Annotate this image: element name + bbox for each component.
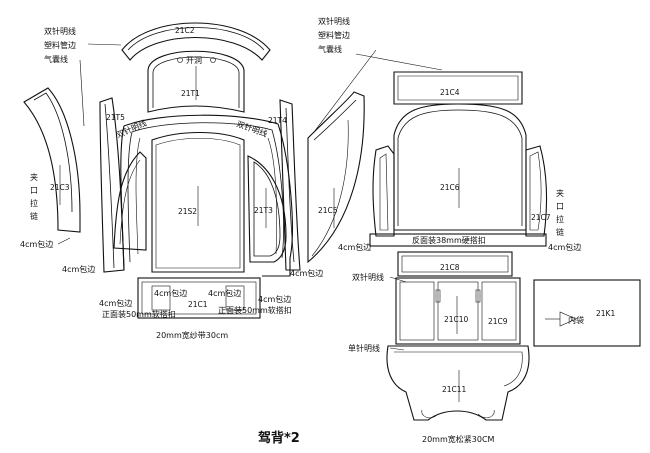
label-hem-4cm-c: 4cm包边 bbox=[290, 268, 323, 278]
label-inner-pocket: 内袋 bbox=[568, 315, 584, 325]
label-airbag-line-right: 气囊线 bbox=[318, 44, 342, 54]
label-hem-4cm-d: 4cm包边 bbox=[338, 242, 371, 252]
piece-21t1: 开洞 21T1 bbox=[147, 50, 245, 113]
code-21c1: 21C1 bbox=[188, 300, 208, 309]
code-21c8: 21C8 bbox=[440, 263, 460, 272]
label-hem-4cm-g: 4cm包边 bbox=[99, 298, 132, 308]
code-21t4: 21T4 bbox=[268, 116, 287, 125]
piece-21c2: 21C2 bbox=[121, 22, 271, 61]
piece-21t4: 21T4 bbox=[268, 99, 301, 271]
piece-c6-left-side bbox=[372, 145, 395, 237]
piece-21k1: 21K1 bbox=[533, 279, 641, 347]
code-21c7: 21C7 bbox=[531, 213, 551, 222]
label-hem-4cm-b: 4cm包边 bbox=[62, 264, 95, 274]
label-elastic-20mm: 20mm宽松紧30CM bbox=[422, 434, 495, 444]
label-hem-4cm-h: 4cm包边 bbox=[258, 294, 291, 304]
piece-21c11: 21C11 bbox=[386, 345, 530, 421]
label-hem-4cm-e: 4cm包边 bbox=[154, 288, 187, 298]
piece-pocket-block: 21C10 21C9 bbox=[395, 277, 521, 345]
piece-21s2: 21S2 bbox=[151, 131, 245, 273]
label-single-stitch: 单针明线 bbox=[348, 343, 380, 353]
label-zipper-right: 夹口拉链 bbox=[556, 188, 564, 237]
label-double-stitch-mid: 双针明线 bbox=[352, 272, 384, 282]
piece-frame-left bbox=[120, 114, 293, 277]
piece-21c1: 21C1 bbox=[137, 277, 261, 319]
code-21s2: 21S2 bbox=[178, 207, 197, 216]
code-21t1: 21T1 bbox=[181, 89, 200, 98]
piece-21c3: 21C3 bbox=[23, 87, 81, 233]
label-double-stitch-right: 双针明线 bbox=[318, 16, 350, 26]
label-hem-4cm-a: 4cm包边 bbox=[20, 239, 53, 249]
code-21c2: 21C2 bbox=[175, 26, 195, 35]
figure-caption: 驾背*2 bbox=[258, 430, 300, 446]
label-velcro-front-right: 正面装50mm软搭扣 bbox=[218, 305, 292, 315]
code-21t3: 21T3 bbox=[254, 206, 273, 215]
piece-wing-left bbox=[113, 151, 147, 251]
piece-21c8: 21C8 bbox=[397, 251, 513, 277]
velcro-band: 反面装38mm硬搭扣 bbox=[369, 233, 547, 247]
code-21c4: 21C4 bbox=[440, 88, 460, 97]
piece-21c4: 21C4 bbox=[393, 71, 523, 105]
piece-21c6: 21C6 bbox=[393, 103, 527, 231]
label-double-stitch-t4: 双针明线 bbox=[235, 118, 268, 138]
label-zipper-left: 夹口拉链 bbox=[30, 172, 38, 221]
code-21c5: 21C5 bbox=[318, 206, 338, 215]
code-21c9: 21C9 bbox=[488, 317, 508, 326]
code-21c11: 21C11 bbox=[442, 385, 467, 394]
code-21c10: 21C10 bbox=[444, 315, 469, 324]
code-21t5: 21T5 bbox=[106, 113, 125, 122]
code-21c6: 21C6 bbox=[440, 183, 460, 192]
label-velcro-back-38: 反面装38mm硬搭扣 bbox=[412, 235, 486, 245]
label-opening: 开洞 bbox=[186, 55, 202, 65]
label-double-stitch-left: 双针明线 bbox=[44, 26, 76, 36]
label-strap-20mm: 20mm宽纱带30cm bbox=[156, 330, 228, 340]
code-21c3: 21C3 bbox=[50, 183, 70, 192]
code-21k1: 21K1 bbox=[596, 309, 615, 318]
piece-21c5: 21C5 bbox=[307, 91, 365, 264]
label-airbag-line-left: 气囊线 bbox=[44, 54, 68, 64]
piece-21c7: 21C7 bbox=[525, 145, 551, 237]
label-hem-4cm-f: 4cm包边 bbox=[208, 288, 241, 298]
label-velcro-front-left: 正面装50mm软搭扣 bbox=[102, 309, 176, 319]
label-plastic-edge-left: 塑料管边 bbox=[44, 40, 76, 50]
piece-21t3: 21T3 bbox=[247, 155, 287, 263]
label-hem-4cm-right: 4cm包边 bbox=[548, 242, 581, 252]
label-plastic-edge-right: 塑料管边 bbox=[318, 30, 350, 40]
